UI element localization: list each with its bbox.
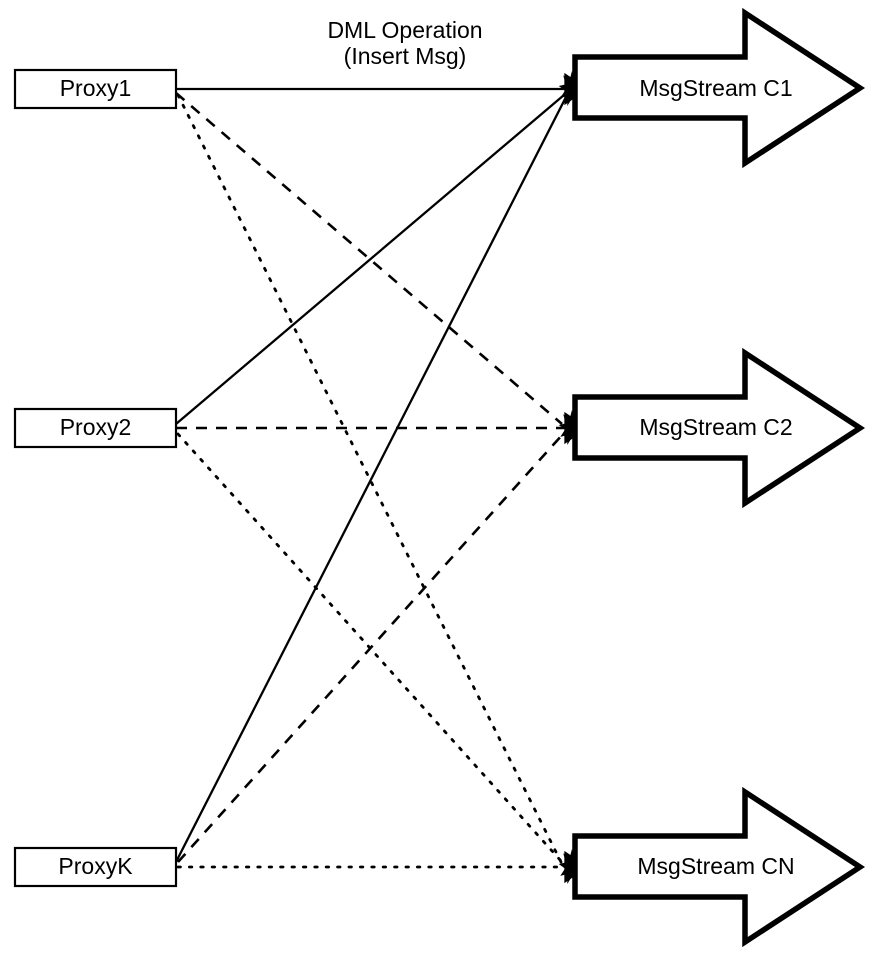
proxy-label: Proxy1 — [60, 75, 132, 101]
edge-label-line-2: (Insert Msg) — [344, 43, 467, 69]
proxy-label: ProxyK — [58, 853, 133, 879]
edge-label-line-1: DML Operation — [327, 17, 482, 43]
block-arrow-shape[interactable] — [572, 7, 866, 169]
msgstream-label: MsgStream C2 — [639, 414, 792, 440]
proxy-box-rect[interactable] — [13, 407, 178, 449]
proxy-label: Proxy2 — [60, 414, 132, 440]
msgstream-node-cn[interactable]: MsgStream CN — [572, 786, 866, 948]
connection-proxy1-to-msgstream-c2[interactable] — [175, 92, 563, 425]
connection-group — [174, 87, 568, 869]
proxy-box-rect[interactable] — [13, 846, 178, 888]
arrowhead-group — [558, 70, 589, 884]
connection-proxyk-to-msgstream-c2[interactable] — [177, 433, 564, 863]
connection-proxy2-to-msgstream-c1[interactable] — [175, 94, 565, 425]
msgstream-label: MsgStream C1 — [639, 75, 792, 101]
connection-proxyk-to-msgstream-c1[interactable] — [174, 96, 568, 863]
edge-label-dml-operation: DML Operation (Insert Msg) — [327, 17, 482, 69]
msgstream-node-c1[interactable]: MsgStream C1 — [572, 7, 866, 169]
proxy-node-proxy2[interactable]: Proxy2 — [13, 407, 178, 449]
block-arrow-shape[interactable] — [572, 347, 866, 509]
proxy-box-rect[interactable] — [13, 68, 178, 110]
block-arrow-shape[interactable] — [572, 786, 866, 948]
msgstream-node-c2[interactable]: MsgStream C2 — [572, 347, 866, 509]
proxy-node-proxyk[interactable]: ProxyK — [13, 846, 178, 888]
msgstream-label: MsgStream CN — [637, 853, 794, 879]
proxy-node-proxy1[interactable]: Proxy1 — [13, 68, 178, 110]
